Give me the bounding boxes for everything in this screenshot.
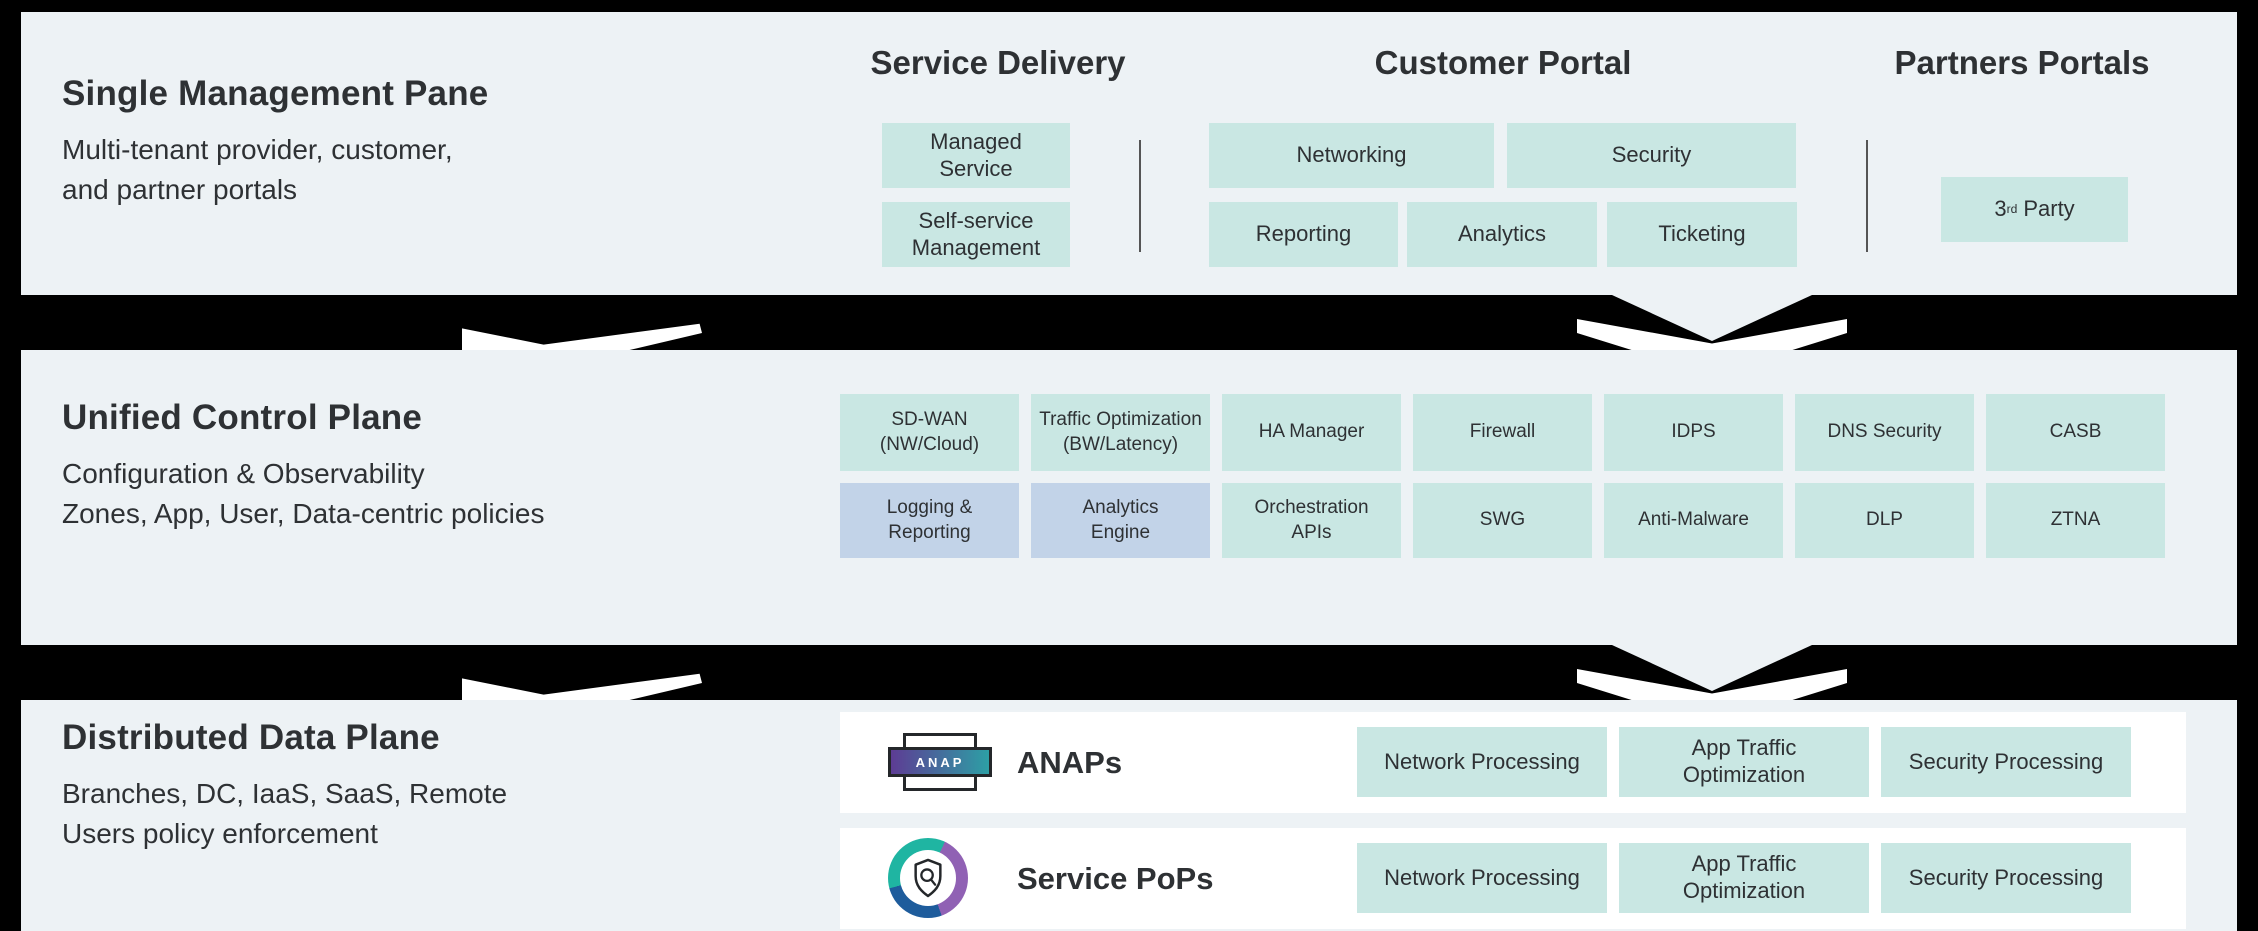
subtitle-line: and partner portals xyxy=(62,174,298,205)
management-pane-panel: Single Management Pane Multi-tenant prov… xyxy=(21,12,2237,295)
service-pop-shield-inner xyxy=(900,850,956,906)
security-box: Security xyxy=(1507,123,1796,188)
ticketing-box: Ticketing xyxy=(1607,202,1797,267)
service-pops-label: Service PoPs xyxy=(1017,860,1214,896)
panel-subtitle: Multi-tenant provider, customer, and par… xyxy=(62,130,488,210)
sdwan-box: SD-WAN (NW/Cloud) xyxy=(840,394,1019,471)
subtitle-line: Branches, DC, IaaS, SaaS, Remote xyxy=(62,778,508,809)
app-traffic-optimization-box: App Traffic Optimization xyxy=(1619,843,1869,913)
plane-separator-band xyxy=(21,645,2237,700)
self-service-management-box: Self-service Management xyxy=(882,202,1070,267)
networking-box: Networking xyxy=(1209,123,1494,188)
network-processing-box: Network Processing xyxy=(1357,843,1607,913)
third-party-number: 3 xyxy=(1994,196,2007,222)
network-processing-box: Network Processing xyxy=(1357,727,1607,797)
plane-separator-band xyxy=(21,295,2237,350)
anap-chip-label: ANAP xyxy=(888,747,992,777)
service-pops-row: Service PoPs Network Processing App Traf… xyxy=(840,828,2186,929)
customer-portal-header: Customer Portal xyxy=(1374,44,1632,81)
panel-title: Single Management Pane xyxy=(62,74,489,113)
logging-reporting-box: Logging & Reporting xyxy=(840,483,1019,558)
shield-magnifier-glyph xyxy=(914,858,942,898)
anap-bracket-top xyxy=(903,733,977,747)
swg-box: SWG xyxy=(1413,483,1592,558)
dlp-box: DLP xyxy=(1795,483,1974,558)
data-plane-panel: Distributed Data Plane Branches, DC, Iaa… xyxy=(21,700,2237,931)
panel-title: Distributed Data Plane xyxy=(62,718,440,757)
anti-malware-box: Anti-Malware xyxy=(1604,483,1783,558)
anaps-label: ANAPs xyxy=(1017,744,1123,780)
orchestration-apis-box: Orchestration APIs xyxy=(1222,483,1401,558)
security-processing-box: Security Processing xyxy=(1881,843,2131,913)
casb-box: CASB xyxy=(1986,394,2165,471)
service-pop-shield-icon xyxy=(888,838,968,918)
anaps-row: ANAP ANAPs Network Processing App Traffi… xyxy=(840,712,2186,813)
subtitle-line: Multi-tenant provider, customer, xyxy=(62,134,453,165)
service-delivery-header: Service Delivery xyxy=(870,44,1126,81)
data-plane-intro: Distributed Data Plane Branches, DC, Iaa… xyxy=(62,718,507,854)
panel-title: Unified Control Plane xyxy=(62,398,423,437)
managed-service-box: Managed Service xyxy=(882,123,1070,188)
analytics-box: Analytics xyxy=(1407,202,1597,267)
security-processing-box: Security Processing xyxy=(1881,727,2131,797)
ztna-box: ZTNA xyxy=(1986,483,2165,558)
dns-security-box: DNS Security xyxy=(1795,394,1974,471)
partners-portals-header: Partners Portals xyxy=(1894,44,2150,81)
management-pane-intro: Single Management Pane Multi-tenant prov… xyxy=(62,74,488,210)
idps-box: IDPS xyxy=(1604,394,1783,471)
anap-bracket-bottom xyxy=(903,777,977,791)
subtitle-line: Configuration & Observability xyxy=(62,458,425,489)
subtitle-line: Zones, App, User, Data-centric policies xyxy=(62,498,545,529)
third-party-ordinal: rd xyxy=(2006,202,2018,217)
control-plane-intro: Unified Control Plane Configuration & Ob… xyxy=(62,398,544,534)
traffic-optimization-box: Traffic Optimization (BW/Latency) xyxy=(1031,394,1210,471)
anap-appliance-icon: ANAP xyxy=(888,733,992,793)
panel-subtitle: Branches, DC, IaaS, SaaS, Remote Users p… xyxy=(62,774,507,854)
third-party-word: Party xyxy=(2023,196,2075,222)
firewall-box: Firewall xyxy=(1413,394,1592,471)
reporting-box: Reporting xyxy=(1209,202,1398,267)
control-plane-panel: Unified Control Plane Configuration & Ob… xyxy=(21,350,2237,645)
panel-subtitle: Configuration & Observability Zones, App… xyxy=(62,454,544,534)
ha-manager-box: HA Manager xyxy=(1222,394,1401,471)
analytics-engine-box: Analytics Engine xyxy=(1031,483,1210,558)
section-divider xyxy=(1866,140,1868,252)
app-traffic-optimization-box: App Traffic Optimization xyxy=(1619,727,1869,797)
subtitle-line: Users policy enforcement xyxy=(62,818,378,849)
section-divider xyxy=(1139,140,1141,252)
control-plane-grid: SD-WAN (NW/Cloud) Traffic Optimization (… xyxy=(840,394,2165,560)
